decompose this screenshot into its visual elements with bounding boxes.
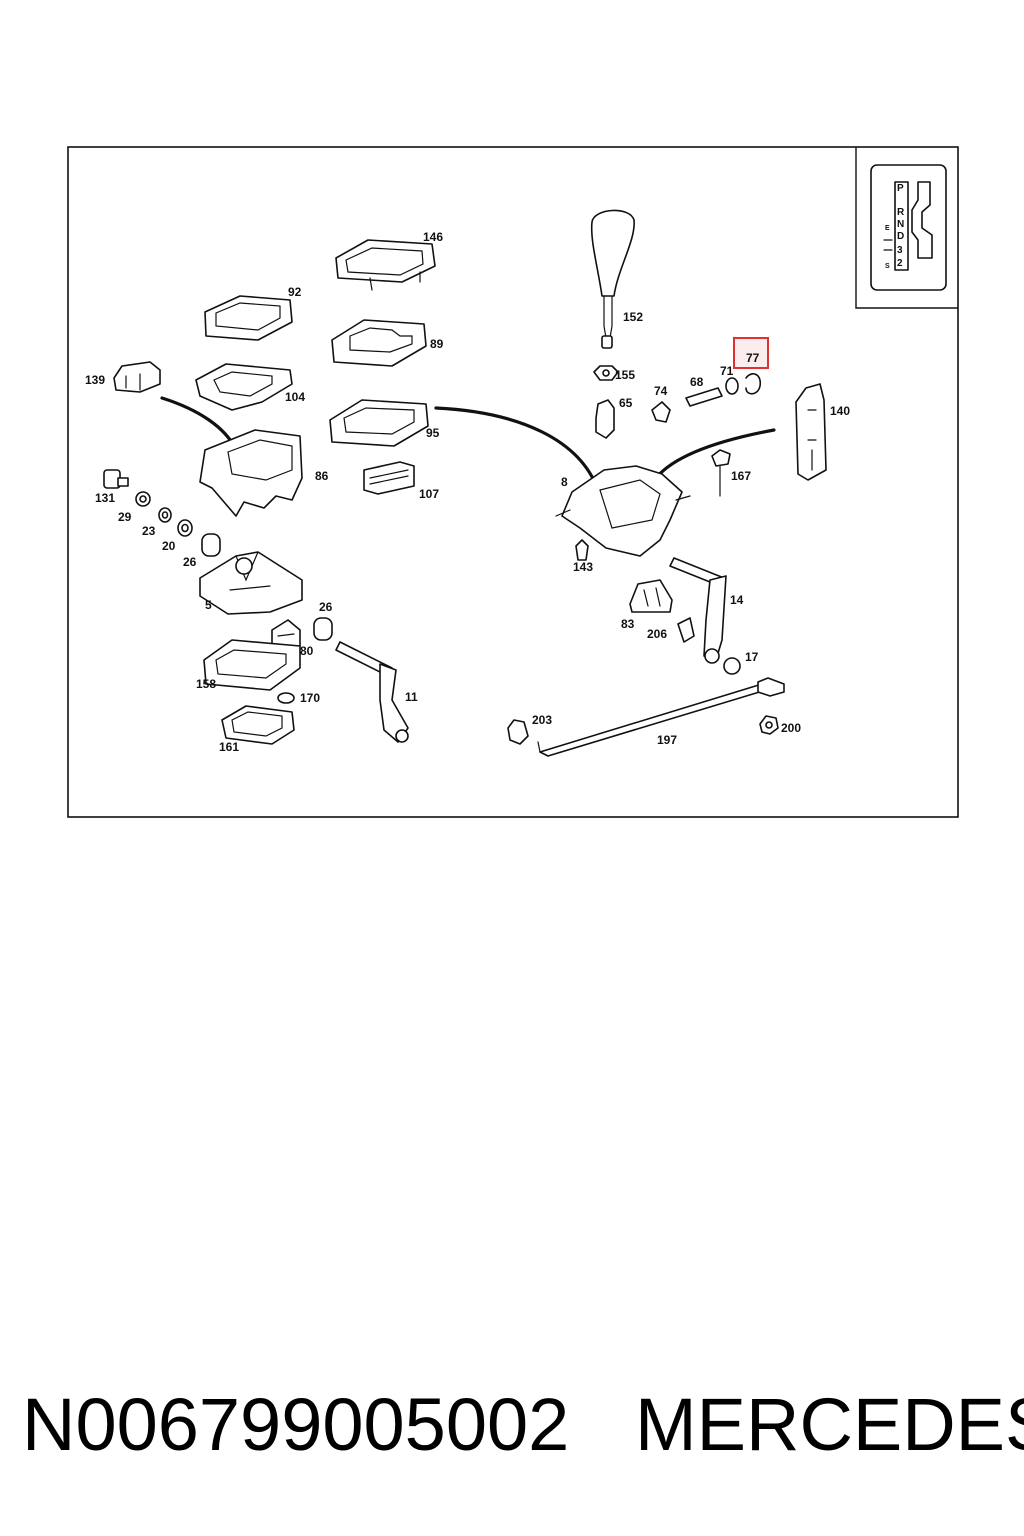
part-68 bbox=[685, 387, 723, 407]
shift-gate-inset: P R N D 3 2 E S bbox=[855, 147, 958, 309]
label-68: 68 bbox=[690, 375, 704, 389]
label-14: 14 bbox=[730, 593, 744, 607]
label-29: 29 bbox=[118, 510, 132, 524]
label-65: 65 bbox=[619, 396, 633, 410]
part-104 bbox=[195, 363, 293, 411]
label-197: 197 bbox=[657, 733, 677, 747]
part-143 bbox=[575, 539, 589, 561]
label-203: 203 bbox=[532, 713, 552, 727]
part-20 bbox=[177, 519, 193, 537]
label-140: 140 bbox=[830, 404, 850, 418]
label-77: 77 bbox=[746, 351, 760, 365]
arrow-140-to-8 bbox=[654, 428, 776, 480]
part-95 bbox=[329, 399, 429, 447]
gate-pos-d: D bbox=[897, 231, 904, 242]
part-83 bbox=[629, 579, 673, 613]
label-11: 11 bbox=[405, 690, 418, 704]
label-206: 206 bbox=[647, 627, 667, 641]
label-5: 5 bbox=[205, 598, 212, 612]
label-83: 83 bbox=[621, 617, 635, 631]
part-146 bbox=[335, 239, 436, 291]
gate-side-e: E bbox=[885, 225, 890, 232]
label-26a: 26 bbox=[183, 555, 197, 569]
rod-end-fitting bbox=[757, 677, 785, 697]
gate-pos-2: 2 bbox=[897, 258, 903, 269]
label-161: 161 bbox=[219, 740, 239, 754]
part-11 bbox=[335, 641, 409, 743]
part-167 bbox=[711, 449, 731, 497]
gate-pos-3: 3 bbox=[897, 245, 903, 256]
part-152 bbox=[590, 209, 635, 349]
part-170 bbox=[277, 692, 295, 704]
label-20: 20 bbox=[162, 539, 176, 553]
label-131: 131 bbox=[95, 491, 115, 505]
part-155 bbox=[593, 365, 619, 381]
part-17 bbox=[723, 657, 741, 675]
label-143: 143 bbox=[573, 560, 593, 574]
part-29 bbox=[135, 491, 151, 507]
part-5 bbox=[199, 551, 303, 615]
gate-side-s: S bbox=[885, 263, 890, 270]
label-200: 200 bbox=[781, 721, 801, 735]
label-89: 89 bbox=[430, 337, 444, 351]
part-200 bbox=[759, 715, 779, 735]
part-71 bbox=[725, 377, 739, 395]
part-23 bbox=[158, 507, 172, 523]
highlight-box bbox=[733, 337, 769, 369]
part-206 bbox=[677, 617, 695, 643]
label-104: 104 bbox=[285, 390, 305, 404]
part-80 bbox=[271, 619, 301, 647]
part-92 bbox=[204, 295, 293, 341]
label-155: 155 bbox=[615, 368, 635, 382]
label-170: 170 bbox=[300, 691, 320, 705]
label-92: 92 bbox=[288, 285, 302, 299]
gate-pos-p: P bbox=[897, 183, 904, 194]
diagram-frame bbox=[67, 146, 959, 818]
caption: N006799005002 MERCEDES bbox=[0, 1370, 1024, 1480]
label-139: 139 bbox=[85, 373, 105, 387]
part-8 bbox=[555, 465, 691, 557]
arrow-95-to-8 bbox=[434, 406, 600, 492]
label-158: 158 bbox=[196, 677, 216, 691]
part-203 bbox=[507, 719, 529, 745]
label-86: 86 bbox=[315, 469, 329, 483]
label-71: 71 bbox=[720, 364, 734, 378]
part-89 bbox=[331, 319, 427, 367]
part-74 bbox=[651, 401, 671, 423]
brand-name: MERCEDES bbox=[635, 1383, 1024, 1466]
part-139 bbox=[113, 361, 161, 393]
part-131 bbox=[103, 469, 129, 489]
label-146: 146 bbox=[423, 230, 443, 244]
part-14 bbox=[669, 557, 727, 664]
label-17: 17 bbox=[745, 650, 759, 664]
part-140 bbox=[795, 383, 827, 481]
part-26a bbox=[201, 533, 221, 557]
part-107 bbox=[363, 461, 415, 495]
gate-pos-n: N bbox=[897, 219, 904, 230]
part-197 bbox=[537, 683, 767, 757]
label-8: 8 bbox=[561, 475, 568, 489]
gate-pos-r: R bbox=[897, 207, 905, 218]
part-number: N006799005002 bbox=[22, 1383, 570, 1466]
label-167: 167 bbox=[731, 469, 751, 483]
label-26b: 26 bbox=[319, 600, 333, 614]
part-161 bbox=[221, 705, 295, 745]
label-107: 107 bbox=[419, 487, 439, 501]
part-65 bbox=[595, 399, 615, 439]
part-86 bbox=[199, 429, 303, 517]
label-74: 74 bbox=[654, 384, 668, 398]
parts-diagram: P R N D 3 2 E S bbox=[67, 146, 959, 818]
part-77 bbox=[745, 373, 762, 395]
label-80: 80 bbox=[300, 644, 314, 658]
label-23: 23 bbox=[142, 524, 156, 538]
part-158 bbox=[203, 639, 301, 691]
label-95: 95 bbox=[426, 426, 440, 440]
part-26b bbox=[313, 617, 333, 641]
label-152: 152 bbox=[623, 310, 643, 324]
